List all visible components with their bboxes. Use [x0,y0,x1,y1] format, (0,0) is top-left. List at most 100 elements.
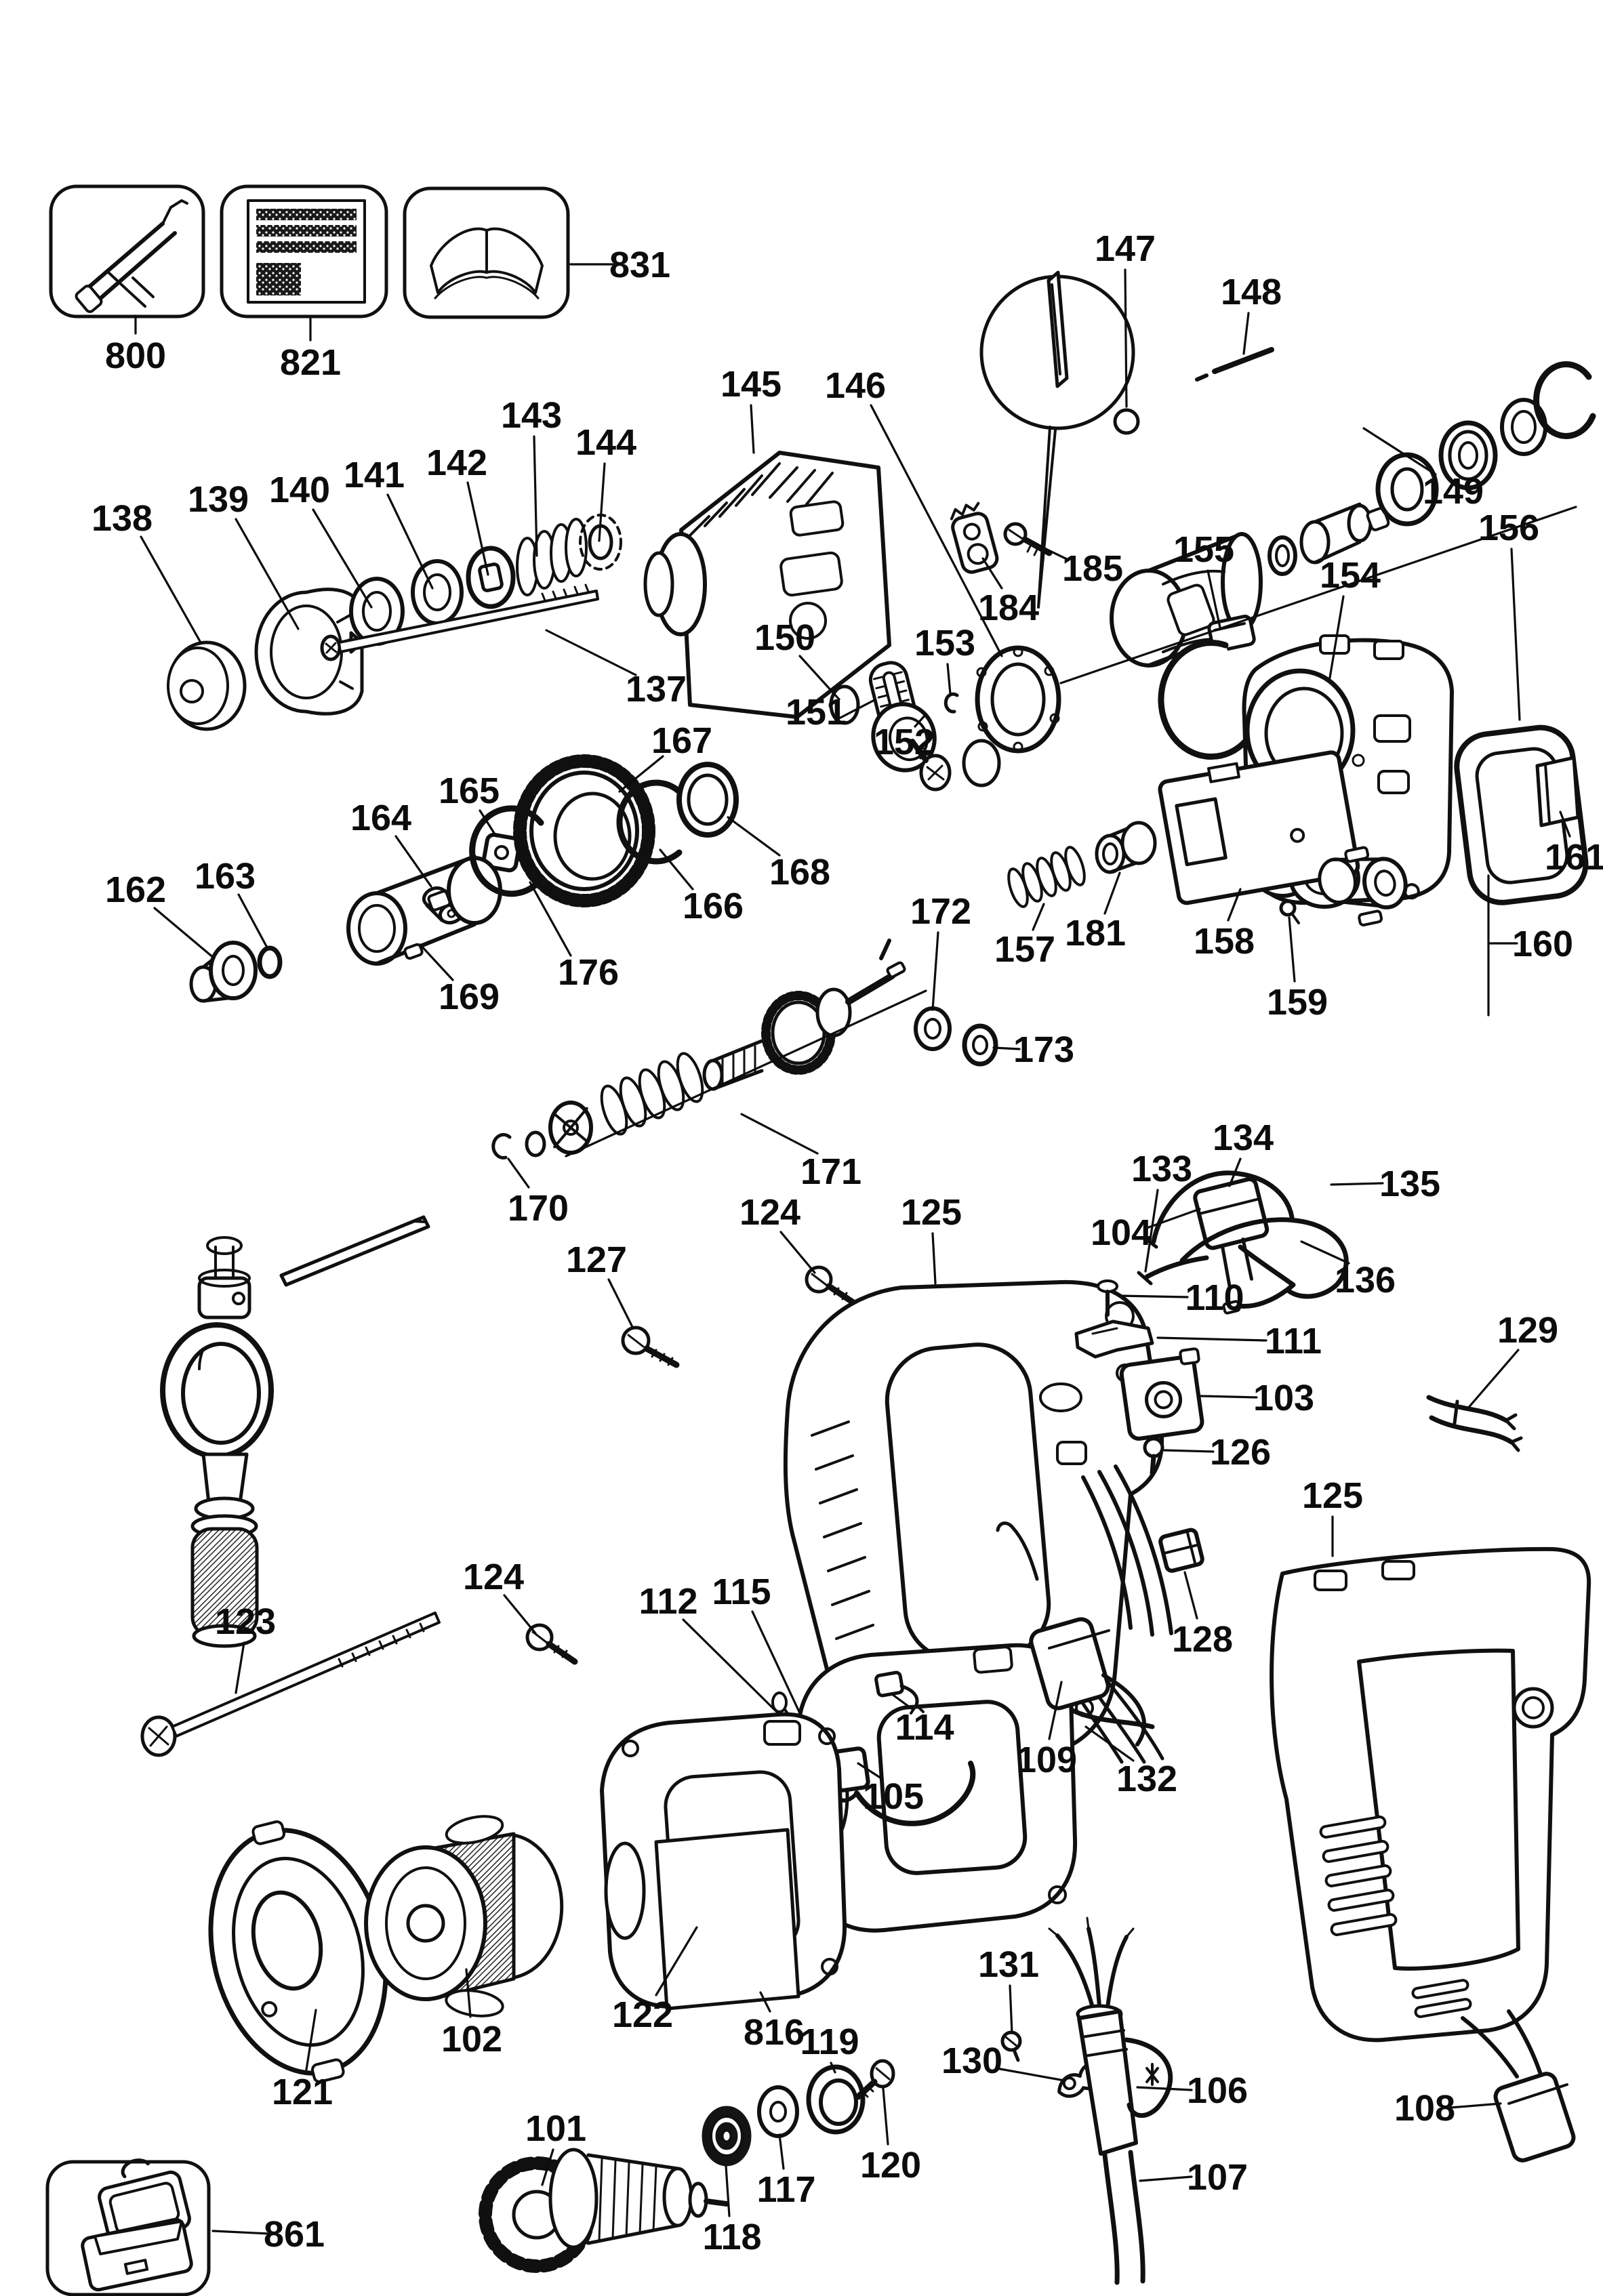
part-label-137: 137 [626,669,687,710]
leader-line-109 [1048,1681,1063,1740]
part-label-121: 121 [272,2072,333,2112]
manual-box [403,186,570,319]
leader-line-135 [1330,1182,1384,1186]
part-162-bushing [189,941,258,1003]
part-label-167: 167 [651,720,712,761]
part-label-145: 145 [721,364,782,405]
leader-line-117 [778,2133,785,2170]
part-label-103: 103 [1253,1378,1314,1418]
part-146-spacer-ring [975,645,1061,754]
leader-line-165 [479,809,498,838]
part-label-181: 181 [1065,913,1126,954]
part-label-139: 139 [188,479,249,520]
part-label-151: 151 [786,692,847,733]
part-161-pad [1535,756,1580,827]
leader-line-157 [1032,903,1045,931]
part-label-131: 131 [978,1944,1039,1985]
part-label-143: 143 [501,395,562,436]
circlip [1533,361,1596,439]
part-108-terminal-block [1461,2009,1576,2162]
part-123-long-bolt [140,1612,441,1757]
part-131-screw [1000,2030,1022,2062]
part-170-clip [491,1132,512,1160]
warning-label-box [220,184,388,319]
leader-line-149 [1362,427,1437,476]
part-label-124: 124 [739,1192,800,1233]
part-label-106: 106 [1187,2070,1248,2111]
grease-gun-icon [75,199,188,313]
leader-line-166 [659,848,694,890]
leader-line-111 [1156,1336,1267,1342]
leader-line-119 [830,2062,836,2074]
leader-line-118 [725,2165,731,2217]
part-150-oring [829,684,860,725]
part-label-110: 110 [1185,1277,1244,1318]
part-label-161: 161 [1545,837,1603,878]
leader-line-107 [1139,2175,1193,2182]
part-149-barrel-assembly [1110,361,1596,668]
leader-line-120 [882,2087,889,2146]
inset-detail-bubble [979,270,1135,609]
part-label-169: 169 [439,977,500,1017]
leader-line-146 [870,404,1003,657]
part-157-spring [1007,846,1086,908]
leader-line-148 [1242,312,1250,355]
part-label-141: 141 [344,455,405,495]
part-label-122: 122 [612,1994,673,2035]
part-label-159: 159 [1267,982,1328,1023]
part-184-brush-plate [950,501,999,574]
part-label-147: 147 [1095,228,1156,269]
part-label-133: 133 [1131,1149,1192,1189]
leader-line-167 [618,755,664,793]
part-label-165: 165 [439,771,500,811]
part-label-156: 156 [1478,508,1539,548]
vent-slots [1319,1816,1472,2018]
part-142-retainer-ring [466,546,516,609]
leader-line-181 [1103,872,1121,915]
leader-line-159 [1288,916,1296,983]
part-label-115: 115 [712,1572,771,1612]
part-label-140: 140 [269,470,330,510]
part-label-108: 108 [1394,2088,1455,2129]
diagram-artwork [45,184,1596,2296]
leader-line-141 [386,493,434,590]
leader-line-132 [1084,1725,1135,1762]
leader-line-121 [305,2009,317,2071]
part-125-right-clamshell [1270,1546,1591,2043]
part-label-117: 117 [756,2169,815,2210]
leader-line-143 [533,435,538,557]
part-label-107: 107 [1187,2157,1248,2198]
leader-line-125 [931,1232,937,1285]
leader-line-156 [1510,548,1521,721]
part-106-cord-protector [1048,1916,1173,2156]
leader-line-140 [312,508,373,609]
part-label-158: 158 [1194,921,1255,962]
leader-line-112 [682,1618,781,1716]
part-168-ring [676,762,739,838]
leader-line-105 [857,1762,882,1780]
part-label-105: 105 [863,1776,924,1817]
part-101-armature [479,2148,729,2273]
part-label-150: 150 [754,617,815,658]
leader-line-137 [545,629,637,676]
part-label-132: 132 [1116,1759,1177,1799]
part-171-spindle-assembly [525,939,906,1157]
part-label-152: 152 [874,722,935,762]
part-110-pin [1097,1279,1118,1317]
part-167-ring-gear [513,754,655,907]
part-label-164: 164 [350,798,411,838]
leader-line-173 [992,1046,1021,1050]
part-label-184: 184 [978,588,1039,628]
part-145-front-housing [643,451,891,719]
part-label-101: 101 [525,2108,586,2149]
part-173-washer [962,1023,998,1067]
leader-line-171 [740,1113,819,1155]
part-label-128: 128 [1172,1619,1233,1660]
leader-line-185 [1028,539,1070,561]
part-181-bushing [1095,821,1157,874]
part-label-125: 125 [1302,1475,1363,1516]
leader-line-127 [607,1278,634,1330]
part-label-166: 166 [683,886,744,926]
leader-line-164 [394,835,432,888]
